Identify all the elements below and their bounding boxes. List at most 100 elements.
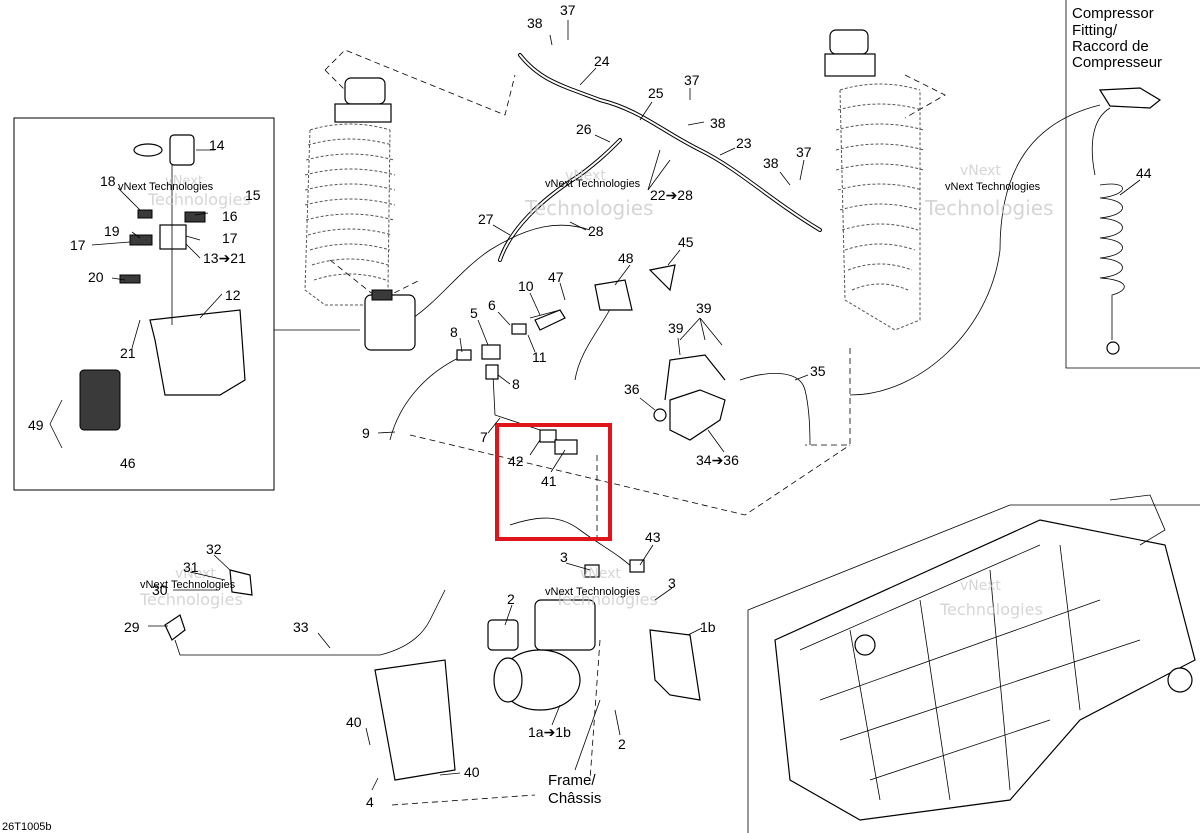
watermark-f1: vNext xyxy=(960,578,1001,594)
callout-2-top: 2 xyxy=(507,591,515,607)
callout-34-36: 34➔36 xyxy=(696,452,739,468)
callout-leaders xyxy=(49,20,1141,791)
callout-27: 27 xyxy=(478,211,494,227)
right-shock-absorber xyxy=(824,29,925,331)
watermark-f2: Technologies xyxy=(939,600,1043,619)
callout-37-top: 37 xyxy=(560,2,576,18)
callout-39-right: 39 xyxy=(696,300,712,316)
air-lines xyxy=(174,53,1101,656)
watermark-text-right: vNext Technologies xyxy=(945,181,1041,193)
callout-40-left: 40 xyxy=(346,714,362,730)
callout-49: 49 xyxy=(28,417,44,433)
callout-44: 44 xyxy=(1136,165,1152,181)
callout-1b: 1b xyxy=(700,619,716,635)
callout-1a-1b: 1a➔1b xyxy=(528,724,571,740)
callout-45: 45 xyxy=(678,234,694,250)
watermarks: vNext Technologies vNext Technologies vN… xyxy=(139,163,1053,619)
callout-41: 41 xyxy=(541,473,557,489)
callout-9: 9 xyxy=(362,425,370,441)
callout-40-right: 40 xyxy=(464,764,480,780)
callout-8-lower: 8 xyxy=(512,376,520,392)
watermark-d2: Technologies xyxy=(139,590,243,609)
watermark-text-mid: vNext Technologies xyxy=(545,586,641,598)
callout-10: 10 xyxy=(518,278,534,294)
callout-28: 28 xyxy=(588,223,604,239)
compressor-note-line-3: Raccord de xyxy=(1072,38,1149,55)
watermark-overlay-text: vNext Technologies vNext Technologies vN… xyxy=(118,178,1041,598)
main-parts xyxy=(164,87,1162,781)
callout-13-21: 13➔21 xyxy=(203,250,246,266)
valve-block-parts xyxy=(79,134,246,431)
watermark-text-left: vNext Technologies xyxy=(140,579,236,591)
callout-42: 42 xyxy=(508,453,524,469)
highlight-box xyxy=(495,423,612,541)
callout-29: 29 xyxy=(124,619,140,635)
callout-3-right: 3 xyxy=(668,575,676,591)
valve-block-inset xyxy=(13,117,360,491)
callout-30: 30 xyxy=(152,582,168,598)
callout-38-top: 38 xyxy=(527,15,543,31)
callout-19: 19 xyxy=(104,223,120,239)
callout-17-left: 17 xyxy=(70,237,86,253)
callout-35: 35 xyxy=(810,363,826,379)
watermark-d1: vNext xyxy=(175,566,216,582)
callout-2-bottom: 2 xyxy=(618,736,626,752)
watermark-c2: Technologies xyxy=(924,196,1053,220)
callout-37-right: 37 xyxy=(796,144,812,160)
callout-46: 46 xyxy=(120,455,136,471)
compressor-note-line-2: Fitting/ xyxy=(1072,22,1118,39)
dashed-leaders xyxy=(324,49,946,806)
callout-36: 36 xyxy=(624,381,640,397)
callout-20: 20 xyxy=(88,269,104,285)
callout-24: 24 xyxy=(594,53,610,69)
callout-4: 4 xyxy=(366,794,374,810)
callout-3-left: 3 xyxy=(560,549,568,565)
frame-note-line-2: Châssis xyxy=(548,790,601,807)
callout-23: 23 xyxy=(736,135,752,151)
left-shock-absorber xyxy=(304,77,396,306)
vehicle-frame xyxy=(774,494,1196,821)
callout-16: 16 xyxy=(222,208,238,224)
callout-5: 5 xyxy=(470,305,478,321)
callout-31: 31 xyxy=(183,559,199,575)
callout-14: 14 xyxy=(209,137,225,153)
frame-inset xyxy=(747,504,1200,833)
callout-39-left: 39 xyxy=(668,320,684,336)
watermark-text-inset: vNext Technologies xyxy=(118,181,214,193)
callout-48: 48 xyxy=(618,250,634,266)
watermark-b2: Technologies xyxy=(524,196,653,220)
callout-6: 6 xyxy=(488,297,496,313)
callout-12: 12 xyxy=(225,287,241,303)
callout-8-upper: 8 xyxy=(450,324,458,340)
compressor-fitting-inset xyxy=(1065,0,1200,369)
frame-note: Frame/ Châssis xyxy=(548,772,601,807)
callout-43: 43 xyxy=(645,529,661,545)
watermark-a1: vNext xyxy=(165,174,203,189)
callout-32: 32 xyxy=(206,541,222,557)
callout-22-28: 22➔28 xyxy=(650,187,693,203)
frame-note-line-1: Frame/ xyxy=(548,772,596,789)
watermark-a2: Technologies xyxy=(147,190,251,209)
callout-labels: 38 37 24 25 37 38 23 26 38 37 22➔28 27 2… xyxy=(28,2,1152,810)
callout-21: 21 xyxy=(120,345,136,361)
callout-47: 47 xyxy=(548,269,564,285)
compressor-fitting-note: Compressor Fitting/ Raccord de Compresse… xyxy=(1072,5,1162,71)
callout-38-right: 38 xyxy=(763,155,779,171)
compressor-note-line-1: Compressor xyxy=(1072,5,1154,22)
callout-38-mid: 38 xyxy=(710,115,726,131)
callout-15: 15 xyxy=(245,187,261,203)
watermark-e2: Technologies xyxy=(554,590,658,609)
callout-7: 7 xyxy=(480,429,488,445)
callout-26: 26 xyxy=(576,121,592,137)
diagram-code: 26T1005b xyxy=(2,821,52,833)
callout-11: 11 xyxy=(532,349,547,365)
callout-33: 33 xyxy=(293,619,309,635)
callout-18: 18 xyxy=(100,173,116,189)
watermark-text-top: vNext Technologies xyxy=(545,178,641,190)
callout-37-mid: 37 xyxy=(684,72,700,88)
watermark-e1: vNext xyxy=(580,566,621,582)
callout-25: 25 xyxy=(648,85,664,101)
compressor-note-line-4: Compresseur xyxy=(1072,54,1162,71)
watermark-c1: vNext xyxy=(960,163,1001,179)
